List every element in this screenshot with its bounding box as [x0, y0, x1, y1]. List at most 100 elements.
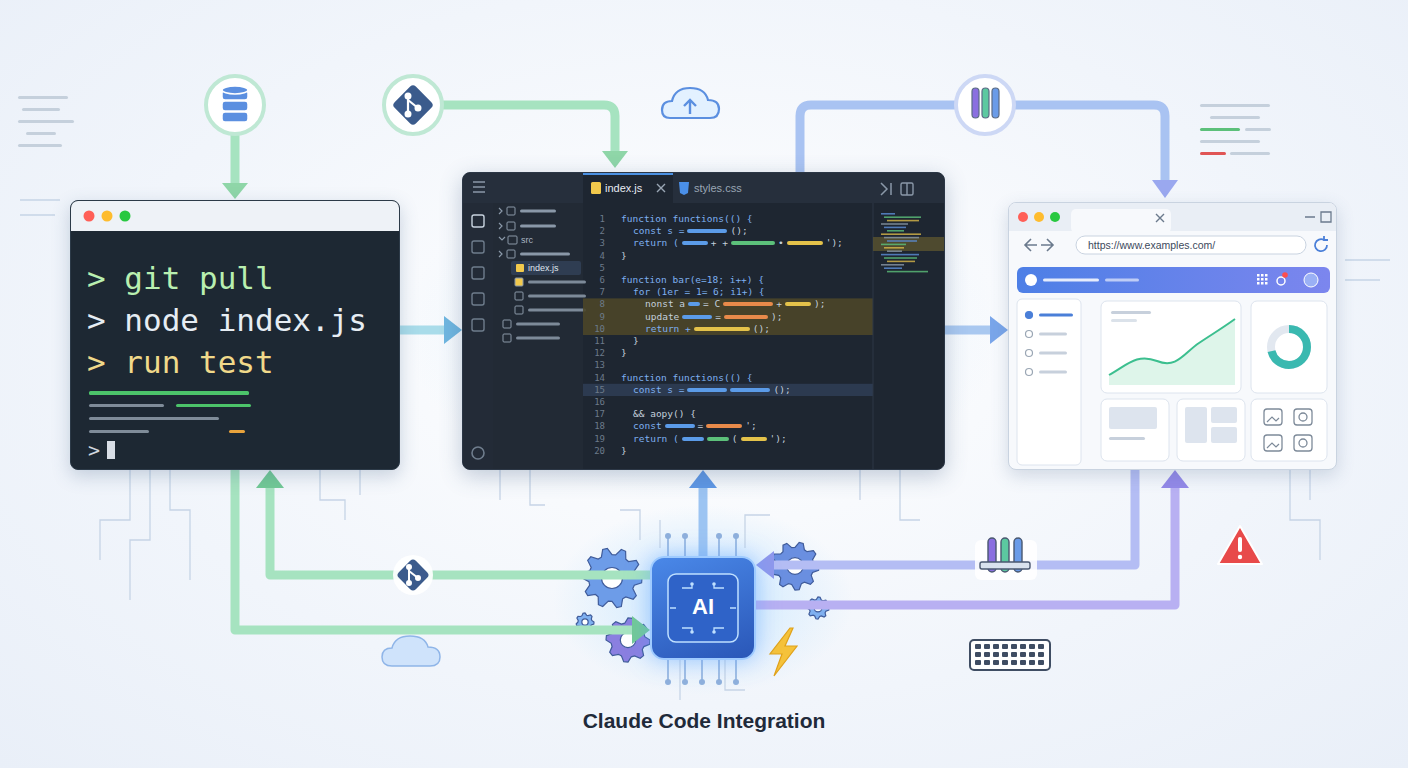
- decor-shape: [1177, 399, 1245, 461]
- decor-shape: [100, 470, 130, 560]
- decor-shape: [884, 227, 906, 229]
- decor-shape: [393, 555, 433, 595]
- decor-shape: [222, 86, 248, 94]
- decor-shape: [1210, 116, 1260, 119]
- decor-shape: [887, 261, 915, 263]
- decor-shape: [1039, 333, 1067, 336]
- decor-shape: [20, 214, 55, 215]
- decor-shape: [666, 680, 670, 684]
- folder-name: src: [521, 234, 533, 246]
- decor-shape: [130, 470, 150, 600]
- decor-shape: [507, 222, 515, 230]
- code-token: && aopy() {: [633, 408, 696, 420]
- arrow-line: [699, 488, 708, 556]
- decor-shape: [583, 298, 873, 335]
- decor-shape: [583, 173, 673, 203]
- code-line: 10return +();: [583, 323, 871, 335]
- decor-shape: [1265, 278, 1268, 281]
- decor-shape: [507, 207, 515, 215]
- code-line: 18const=';: [583, 420, 871, 432]
- decor-shape: [1251, 399, 1327, 461]
- decor-shape: [1245, 128, 1271, 131]
- terminal-window: > git pull> node index.js> run test>: [70, 200, 400, 470]
- decor-shape: [1039, 314, 1073, 317]
- decor-shape: [1026, 350, 1033, 357]
- line-number: 9: [583, 311, 605, 323]
- decor-shape: [884, 247, 904, 249]
- decor-shape: [416, 106, 421, 111]
- arrow-line: [945, 326, 990, 335]
- decor-shape: [1305, 212, 1331, 222]
- cursor: [107, 441, 115, 459]
- decor-shape: [735, 660, 737, 680]
- decor-shape: [591, 182, 601, 194]
- decor-shape: [1299, 413, 1307, 421]
- decor-shape: [1211, 407, 1237, 423]
- url-text: https://www.examples.com/: [1088, 238, 1215, 252]
- code-token: const s =: [633, 225, 684, 237]
- decor-shape: [1109, 319, 1235, 385]
- decor-shape: [620, 510, 640, 540]
- decor-shape: [1111, 319, 1137, 322]
- flow-arrow: [256, 470, 650, 575]
- decor-shape: [441, 105, 615, 151]
- decor-shape: [993, 660, 999, 665]
- arrow-line: [756, 488, 1175, 605]
- decor-shape: [662, 88, 719, 118]
- code-line: 4}: [583, 250, 871, 262]
- decor-shape: [1294, 409, 1312, 425]
- decor-shape: [1277, 277, 1285, 285]
- code-token: );: [814, 298, 825, 310]
- decor-shape: [980, 562, 1030, 569]
- decor-shape: [1156, 214, 1164, 222]
- decor-shape: [528, 309, 586, 312]
- code-placeholder-bar: [723, 302, 773, 306]
- code-token: update: [645, 311, 679, 323]
- decor-shape: [530, 470, 545, 505]
- decor-shape: [1039, 352, 1067, 355]
- decor-shape: [881, 254, 919, 256]
- decor-shape: [520, 210, 556, 213]
- terminal-command: > node index.js: [87, 301, 367, 339]
- decor-shape: [984, 660, 990, 665]
- decor-shape: [745, 515, 770, 548]
- decor-shape: [1267, 443, 1279, 448]
- decor-shape: [1011, 660, 1017, 665]
- diagram-caption: Claude Code Integration: [0, 708, 1408, 734]
- decor-shape: [503, 334, 511, 342]
- decor-shape: [712, 630, 716, 634]
- decor-shape: [975, 652, 981, 657]
- decor-shape: [690, 582, 694, 586]
- decor-shape: [222, 86, 248, 122]
- terminal-command: > run test: [87, 343, 274, 381]
- decor-shape: [416, 576, 420, 580]
- decor-shape: [1261, 282, 1264, 285]
- decor-shape: [725, 660, 745, 690]
- decor-shape: [992, 88, 999, 118]
- code-token: nonst a: [645, 298, 685, 310]
- decor-shape: [222, 101, 248, 111]
- code-placeholder-bar: [682, 241, 708, 245]
- line-number: 17: [583, 408, 605, 420]
- decor-shape: [22, 108, 60, 111]
- decor-shape: [887, 220, 919, 222]
- code-line: 8nonst a= C+);: [583, 298, 871, 310]
- decor-shape: [1257, 278, 1260, 281]
- decor-shape: [463, 173, 945, 203]
- decor-shape: [770, 628, 797, 676]
- code-token: ();: [753, 323, 770, 335]
- decor-shape: [712, 582, 716, 586]
- decor-shape: [1261, 274, 1264, 277]
- code-token: );: [771, 311, 782, 323]
- code-placeholder-bar: [785, 302, 811, 306]
- decor-shape: [1257, 282, 1260, 285]
- decor-shape: [407, 581, 411, 585]
- line-number: 14: [583, 372, 605, 384]
- decor-shape: [1265, 282, 1268, 285]
- decor-shape: [657, 184, 665, 192]
- decor-shape: [884, 257, 917, 259]
- decor-shape: [515, 292, 523, 300]
- code-placeholder-bar: [731, 241, 775, 245]
- line-number: 6: [583, 274, 605, 286]
- decor-shape: [972, 88, 999, 118]
